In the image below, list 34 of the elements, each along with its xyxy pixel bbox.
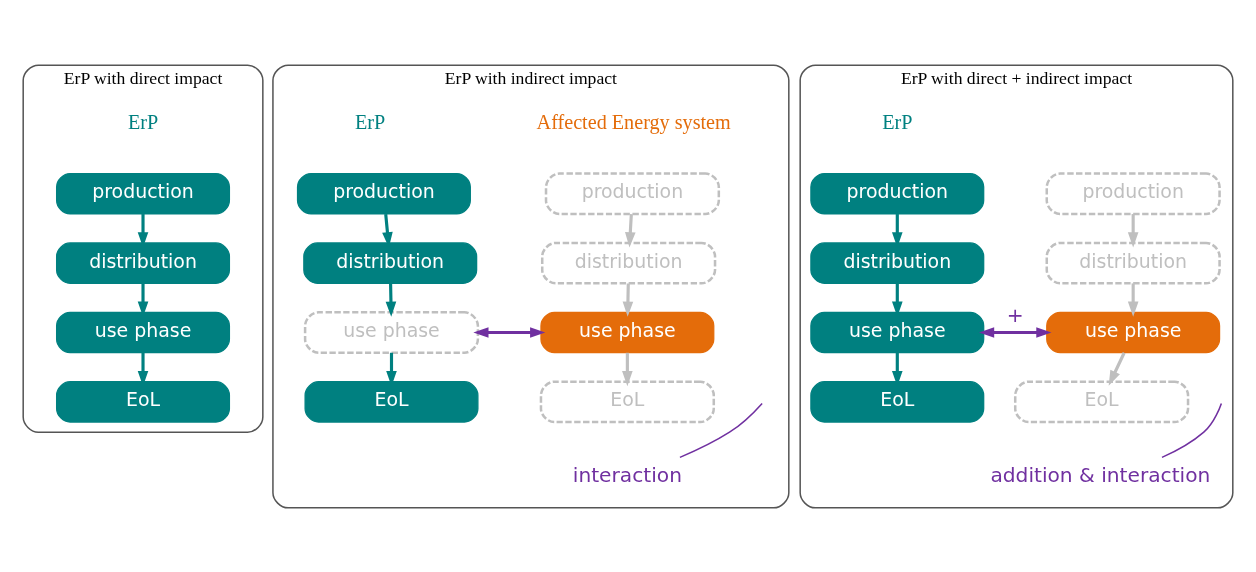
node-box: production	[1045, 171, 1221, 215]
connector	[679, 402, 763, 458]
node-box: distribution	[56, 241, 231, 284]
node-text: interaction	[572, 462, 682, 487]
node-box: EoL	[539, 379, 716, 423]
connector	[1161, 402, 1223, 458]
node-box: production	[544, 171, 721, 215]
node-box: distribution	[810, 241, 985, 284]
arrow	[1127, 282, 1139, 317]
node-box: use phase	[303, 310, 480, 354]
node-box: distribution	[540, 241, 717, 285]
node-box: use phase	[810, 311, 985, 353]
node-box: use phase	[1046, 311, 1221, 353]
edge-label: +	[1006, 302, 1024, 327]
node-text: addition & interaction	[990, 462, 1211, 487]
node-box: production	[296, 172, 471, 215]
node-box: use phase	[56, 311, 231, 353]
node-box: use phase	[540, 311, 715, 353]
arrow	[625, 213, 636, 247]
node-box: distribution	[303, 241, 478, 284]
node-box: distribution	[1045, 241, 1221, 285]
node-box: EoL	[56, 380, 231, 423]
node-box: production	[56, 172, 231, 215]
arrow	[1127, 213, 1139, 247]
arrow	[1108, 351, 1126, 386]
arrow	[622, 282, 634, 317]
arrow	[385, 282, 397, 317]
node-box: EoL	[810, 380, 985, 423]
arrow	[979, 326, 1052, 338]
arrow	[622, 352, 633, 386]
arrow	[473, 326, 546, 338]
node-box: EoL	[1013, 379, 1190, 423]
node-box: production	[810, 172, 985, 215]
node-box: EoL	[304, 380, 479, 423]
